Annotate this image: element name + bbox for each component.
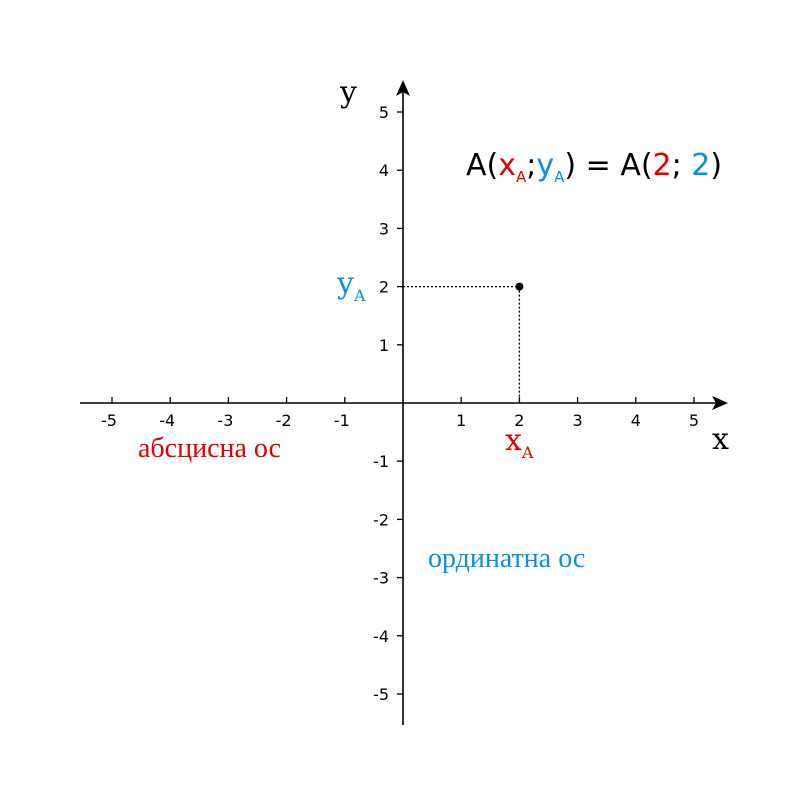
formula-y-main: y bbox=[536, 148, 554, 183]
formula-prefix: A( bbox=[466, 148, 498, 183]
y-axis-arrowhead bbox=[396, 80, 410, 96]
y-axis-label: y bbox=[339, 75, 357, 110]
y-tick-label: -2 bbox=[373, 510, 389, 529]
point-a-y-label-main: y bbox=[336, 266, 354, 301]
formula-x-sub: A bbox=[516, 168, 527, 186]
y-tick-label: 4 bbox=[379, 161, 389, 180]
y-tick-label: 1 bbox=[379, 336, 389, 355]
formula-y-value: 2 bbox=[691, 148, 710, 183]
y-tick-label: -5 bbox=[373, 685, 389, 704]
y-tick-label: 5 bbox=[379, 103, 389, 122]
formula-suffix: ) bbox=[710, 148, 722, 183]
x-tick-label: -5 bbox=[101, 411, 117, 430]
x-tick-label: -2 bbox=[276, 411, 292, 430]
formula-sep: ; bbox=[526, 148, 536, 183]
point-a-marker bbox=[515, 282, 524, 291]
x-tick-label: 5 bbox=[689, 411, 699, 430]
point-a-y-label: yA bbox=[336, 266, 366, 305]
abscissa-caption: абсцисна ос bbox=[138, 433, 281, 464]
formula-sep2: ; bbox=[672, 148, 692, 183]
point-a-x-label-sub: A bbox=[521, 443, 534, 462]
y-ticks: -5 -4 -3 -2 -1 1 2 3 4 5 bbox=[373, 103, 403, 704]
ordinate-caption: ординатна ос bbox=[428, 543, 585, 574]
y-tick-label: 2 bbox=[379, 278, 389, 297]
y-tick-label: -3 bbox=[373, 569, 389, 588]
x-tick-label: 1 bbox=[456, 411, 466, 430]
x-tick-label: -1 bbox=[334, 411, 350, 430]
x-axis-label: x bbox=[712, 422, 729, 457]
formula-y-sub: A bbox=[554, 168, 565, 186]
x-tick-label: 3 bbox=[573, 411, 583, 430]
point-a-x-label-main: x bbox=[505, 423, 522, 458]
y-tick-label: -4 bbox=[373, 627, 389, 646]
x-tick-label: -4 bbox=[159, 411, 175, 430]
x-tick-label: -3 bbox=[217, 411, 233, 430]
x-axis-arrowhead bbox=[712, 396, 728, 410]
formula-mid: ) = A( bbox=[564, 148, 652, 183]
coordinates-formula: A(xA;yA) = A(2; 2) bbox=[466, 148, 722, 186]
point-a-y-label-sub: A bbox=[353, 286, 366, 305]
y-tick-label: -1 bbox=[373, 452, 389, 471]
point-a-x-label: xA bbox=[505, 423, 534, 462]
formula-x-value: 2 bbox=[653, 148, 672, 183]
x-tick-label: 2 bbox=[514, 411, 524, 430]
x-tick-label: 4 bbox=[631, 411, 641, 430]
x-ticks: -5 -4 -3 -2 -1 1 2 3 4 5 bbox=[101, 397, 699, 430]
y-tick-label: 3 bbox=[379, 219, 389, 238]
formula-x-main: x bbox=[498, 148, 516, 183]
